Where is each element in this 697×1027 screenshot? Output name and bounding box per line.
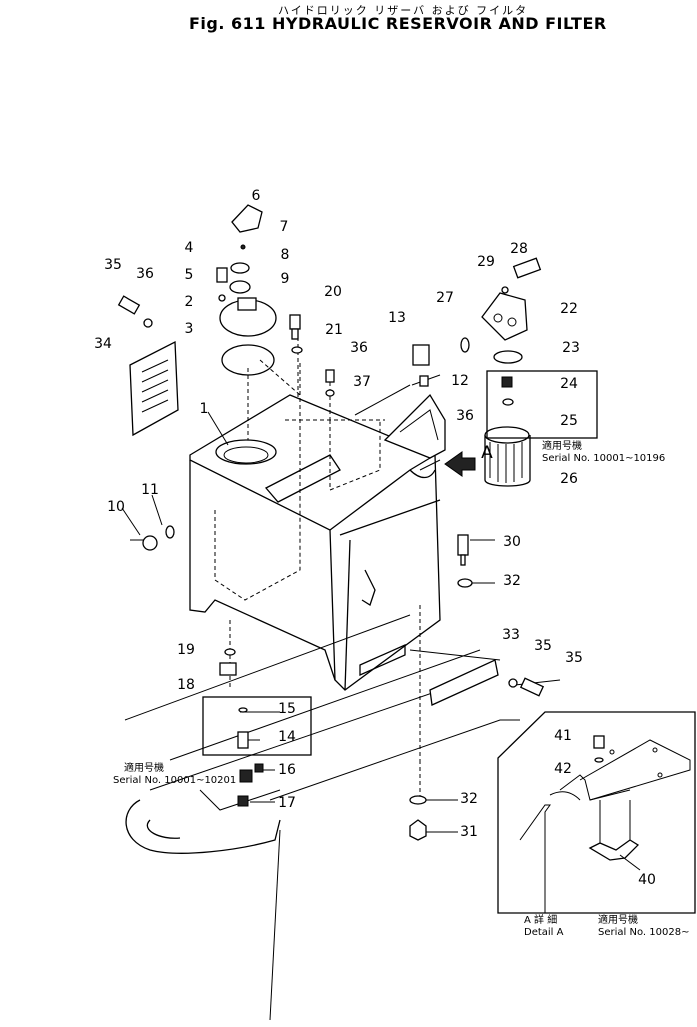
callout-39: 37 [353,374,371,390]
leader-lines [121,330,561,833]
detail-a-jp: A 詳 細 [524,915,558,926]
callout-5: 5 [184,267,194,283]
callout-32-lower: 32 [460,791,478,807]
callout-9: 9 [280,271,290,287]
detail-a-en: Detail A [524,927,564,938]
callout-32-upper: 32 [503,573,521,589]
callout-10: 10 [107,499,125,515]
callout-38: 36 [350,340,368,356]
callout-18: 18 [177,677,195,693]
callout-16: 16 [278,762,296,778]
view-arrow-label: A [481,443,493,463]
callout-22: 22 [560,301,578,317]
view-arrow [444,451,476,477]
machine-frame [124,614,520,1021]
callout-25: 25 [560,413,578,429]
callout-13: 13 [388,310,406,326]
callout-8: 8 [280,247,290,263]
callout-31: 31 [460,824,478,840]
callout-19: 19 [177,642,195,658]
callout-12: 12 [451,373,469,389]
figure-title: Fig. 611 HYDRAULIC RESERVOIR AND FILTER [189,14,607,33]
callout-4: 4 [184,240,194,256]
callout-14: 14 [278,729,296,745]
callout-36-left: 36 [136,266,154,282]
callout-15: 15 [278,701,296,717]
callout-35-left: 35 [104,257,122,273]
callout-42: 42 [554,761,572,777]
japanese-title: ハイドロリック リザーバ および フイルタ [278,4,529,17]
callout-21: 21 [325,322,343,338]
callout-40: 40 [638,872,656,888]
callout-29: 29 [477,254,495,270]
filter-note-jp: 適用号機 [542,441,582,452]
callout-37: 36 [456,408,474,424]
callout-23: 23 [562,340,580,356]
detail-serial-jp: 適用号機 [598,915,638,926]
tank-body [189,360,441,760]
callout-28: 28 [510,241,528,257]
callout-17: 17 [278,795,296,811]
callout-34: 34 [94,336,112,352]
callout-35-right: 35 [565,650,583,666]
callout-3: 3 [184,321,194,337]
callout-30: 30 [503,534,521,550]
callout-11: 11 [141,482,159,498]
callout-26: 26 [560,471,578,487]
callout-36-right: 35 [534,638,552,654]
drain-note-jp: 適用号機 [124,763,164,774]
callout-2: 2 [184,294,194,310]
callout-41: 41 [554,728,572,744]
callout-7: 7 [279,219,289,235]
callout-1: 1 [199,401,209,417]
filter-note-serial: Serial No. 10001~10196 [542,453,666,464]
callout-24: 24 [560,376,578,392]
detail-a-box [497,711,696,914]
detail-serial: Serial No. 10028~ [598,927,690,938]
callout-33: 33 [502,627,520,643]
small-parts [117,204,598,841]
callout-20: 20 [324,284,342,300]
drain-note-serial: Serial No. 10001~10201 [113,775,237,786]
callout-27: 27 [436,290,454,306]
callout-6: 6 [251,188,261,204]
